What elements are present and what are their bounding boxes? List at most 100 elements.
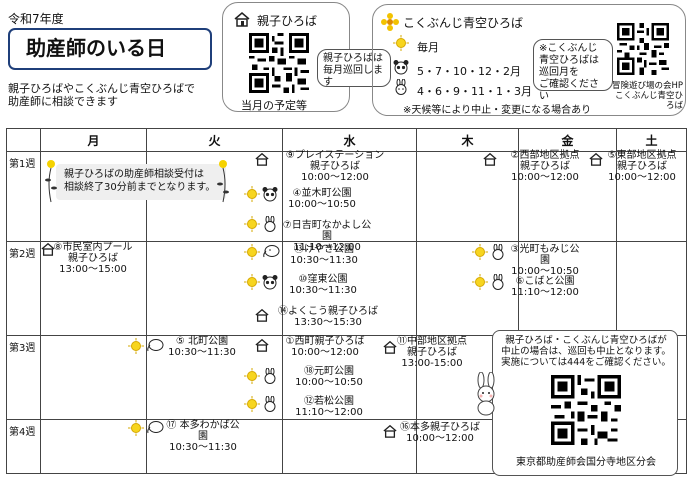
intro-line-2: 助産師に相談できます xyxy=(8,95,118,108)
oyako-speech-bubble: 親子ひろばは 毎月巡回します xyxy=(317,49,391,88)
rabbit-icon xyxy=(395,79,407,95)
day-header-sat: 土 xyxy=(616,128,687,152)
day-header-thu: 木 xyxy=(416,128,519,152)
flower-icon xyxy=(45,160,57,203)
cell-w3-mon xyxy=(40,335,147,420)
house-icon xyxy=(255,308,269,322)
event-sublabel: 親子ひろば xyxy=(68,253,118,264)
event-time: 11:10～12:00 xyxy=(295,407,363,418)
sun-icon xyxy=(472,244,488,260)
panda-icon xyxy=(262,275,278,290)
sun-icon xyxy=(128,420,144,436)
event-sublabel: 親子ひろば xyxy=(407,347,457,358)
calendar-header-row: 月 火 水 木 金 土 xyxy=(6,128,687,152)
aozora-panel-title: こくぶんじ青空ひろば xyxy=(403,16,524,30)
oyako-bubble-line-2: 毎月巡回します xyxy=(323,65,383,88)
rabbit-icon xyxy=(492,244,504,260)
event-time: 10:00～12:00 xyxy=(291,347,359,358)
event-time: 11:10～12:00 xyxy=(511,287,579,298)
aozora-hiroba-panel: こくぶんじ青空ひろば 毎月 5・7・10・12・2月 4・6・9・11・1・3月… xyxy=(372,4,686,116)
aozora-speech-bubble: ※こくぶんじ 青空ひろばは 巡回月を ご確認ください xyxy=(533,39,613,102)
flower-icon xyxy=(381,13,399,31)
event-time: 10:00～12:00 xyxy=(406,433,474,444)
event-location: ⑯本多親子ひろば xyxy=(400,422,480,433)
event-time: 10:30～11:30 xyxy=(169,442,237,453)
event-location: ⑬けやき公園 xyxy=(294,244,354,255)
qr-caption-line-1: 冒険遊び場の会HP xyxy=(611,81,683,91)
sun-icon xyxy=(244,216,260,232)
event-location: ①西町親子ひろば xyxy=(285,336,365,347)
aozora-bubble-line-4: ご確認ください xyxy=(539,79,599,102)
oyako-bubble-line-1: 親子ひろばは xyxy=(323,53,383,64)
aozora-bubble-line-2: 青空ひろばは xyxy=(539,55,599,66)
house-icon xyxy=(383,340,397,354)
event-location: ⑥こばと公園 xyxy=(515,276,575,287)
event-location: ⑨プレイステーション xyxy=(285,150,385,161)
sun-icon xyxy=(128,338,144,354)
callout-line-1: 親子ひろばの助産師相談受付は xyxy=(64,169,204,180)
cell-w4-tue xyxy=(146,419,283,474)
cell-w3-tue xyxy=(146,335,283,420)
house-icon xyxy=(483,152,497,166)
qr-caption-line-2: こくぶんじ青空ひろば xyxy=(614,91,683,111)
cell-w1-sat xyxy=(616,151,687,242)
event-time: 10:00～12:00 xyxy=(511,172,579,183)
event-time: 13:00～15:00 xyxy=(59,264,127,275)
cell-w2-sat xyxy=(616,241,687,336)
event-time: 10:00～10:50 xyxy=(295,377,363,388)
house-icon xyxy=(255,338,269,352)
qr-code[interactable] xyxy=(617,23,669,75)
footer-organization: 東京都助産師会国分寺地区分会 xyxy=(516,457,656,468)
flower-icon xyxy=(217,160,229,203)
event-location: ⑤ 北町公園 xyxy=(175,336,229,347)
event-time: 10:00～12:00 xyxy=(301,172,369,183)
sun-icon xyxy=(244,368,260,384)
event-time: 10:30～11:30 xyxy=(289,285,357,296)
aozora-row2-label: 5・7・10・12・2月 xyxy=(417,65,521,78)
event-location: ⑦日吉町なかよし公園 xyxy=(282,220,372,242)
elephant-icon xyxy=(147,421,164,434)
event-location: ⑩窪東公園 xyxy=(298,274,348,285)
week-label: 第2週 xyxy=(6,241,41,336)
qr-code[interactable] xyxy=(249,33,309,93)
oyako-caption: 当月の予定等 xyxy=(241,99,307,112)
rabbit-icon xyxy=(477,372,495,416)
rabbit-icon xyxy=(492,274,504,290)
event-time: 10:00～10:50 xyxy=(288,199,356,210)
qr-code[interactable] xyxy=(551,375,621,445)
house-icon xyxy=(589,152,603,166)
sun-icon xyxy=(472,274,488,290)
weather-notice: ※天候等により中止・変更になる場合あり xyxy=(403,105,592,116)
day-header-tue: 火 xyxy=(146,128,283,152)
callout-line-2: 相談終了30分前までとなります。 xyxy=(64,182,216,193)
event-location: ⑤東部地区拠点 xyxy=(607,150,677,161)
event-sublabel: 親子ひろば xyxy=(310,161,360,172)
oyako-panel-title: 親子ひろば xyxy=(257,14,318,28)
week-row-2: 第2週 xyxy=(6,241,687,336)
aozora-row1-label: 毎月 xyxy=(417,41,439,54)
day-header-wed: 水 xyxy=(282,128,417,152)
cell-w1-wed xyxy=(282,151,417,242)
day-header-fri: 金 xyxy=(518,128,617,152)
cell-w4-wed xyxy=(282,419,417,474)
notice-line-1: 親子ひろば・こくぶんじ青空ひろばが xyxy=(505,335,667,346)
house-icon xyxy=(41,242,55,256)
oyako-hiroba-panel: 親子ひろば 親子ひろばは 毎月巡回します 当月の予定等 xyxy=(222,2,391,112)
house-icon xyxy=(234,12,250,27)
